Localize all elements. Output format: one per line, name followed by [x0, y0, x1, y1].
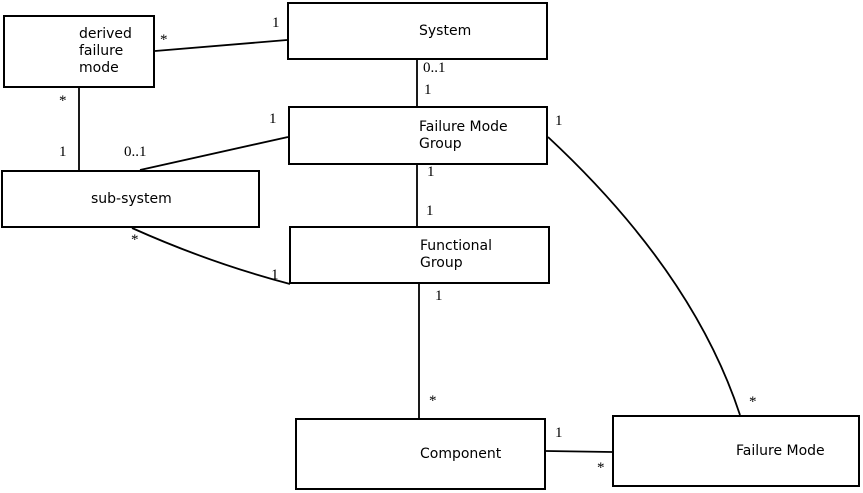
entity-label-line: Failure Mode: [419, 118, 508, 135]
multiplicity-subsystem-end-of-fg-assoc: *: [131, 232, 139, 248]
entity-label-line: System: [419, 22, 472, 39]
multiplicity-system-end-of-fmg-assoc: 0..1: [423, 60, 446, 76]
multiplicity-fmg-end-of-fm-assoc: 1: [555, 113, 563, 129]
entity-label-line: derived: [79, 26, 132, 42]
association-sub-system-functional-group: [131, 227, 291, 285]
multiplicity-subsystem-end-of-derived-assoc: 1: [59, 144, 67, 160]
entity-label-line: Component: [420, 445, 502, 462]
association-component-failure-mode: [545, 450, 613, 453]
entity-component: Component: [295, 418, 546, 490]
multiplicity-derived-end-of-subsystem-assoc: *: [59, 93, 67, 109]
multiplicity-fm-end-of-fmg-assoc: *: [749, 394, 757, 410]
entity-label-line: Functional: [420, 238, 493, 254]
multiplicity-fm-end-of-component-assoc: *: [597, 460, 605, 476]
entity-label-line: Failure Mode: [736, 442, 825, 459]
entity-label-line: mode: [79, 60, 119, 76]
multiplicity-system-end-of-derived-assoc: 1: [272, 15, 280, 31]
entity-functional-group: Functional Group: [289, 226, 550, 284]
entity-failure-mode: Failure Mode: [612, 415, 860, 487]
multiplicity-fg-end-of-subsystem-assoc2: 1: [271, 267, 279, 283]
multiplicity-derived-end-of-system-assoc: *: [160, 32, 168, 48]
association-failure-mode-group-failure-mode: [547, 136, 741, 416]
entity-derived-failure-mode: derived failure mode: [3, 15, 155, 88]
multiplicity-fmg-end-of-fg-assoc: 1: [427, 164, 435, 180]
entity-label-line: Group: [419, 135, 462, 152]
association-sub-system-failure-mode-group: [139, 136, 289, 171]
multiplicity-subsystem-end-of-fmg-assoc: 0..1: [124, 144, 147, 160]
entity-failure-mode-group: Failure Mode Group: [288, 106, 548, 165]
multiplicity-fmg-end-of-system-assoc: 1: [424, 82, 432, 98]
association-derived-failure-mode-system: [154, 39, 288, 52]
entity-label-line: sub-system: [91, 190, 172, 207]
multiplicity-component-end-of-fg-assoc: *: [429, 393, 437, 409]
multiplicity-fmg-end-of-subsystem-assoc: 1: [269, 111, 277, 127]
multiplicity-component-end-of-fm-assoc: 1: [555, 425, 563, 441]
entity-label-line: Group: [420, 255, 463, 271]
entity-label-line: failure: [79, 43, 124, 59]
multiplicity-fg-end-of-fmg-assoc: 1: [426, 203, 434, 219]
multiplicity-fg-end-of-component-assoc: 1: [435, 288, 443, 304]
entity-sub-system: sub-system: [1, 170, 260, 228]
entity-system: System: [287, 2, 548, 60]
